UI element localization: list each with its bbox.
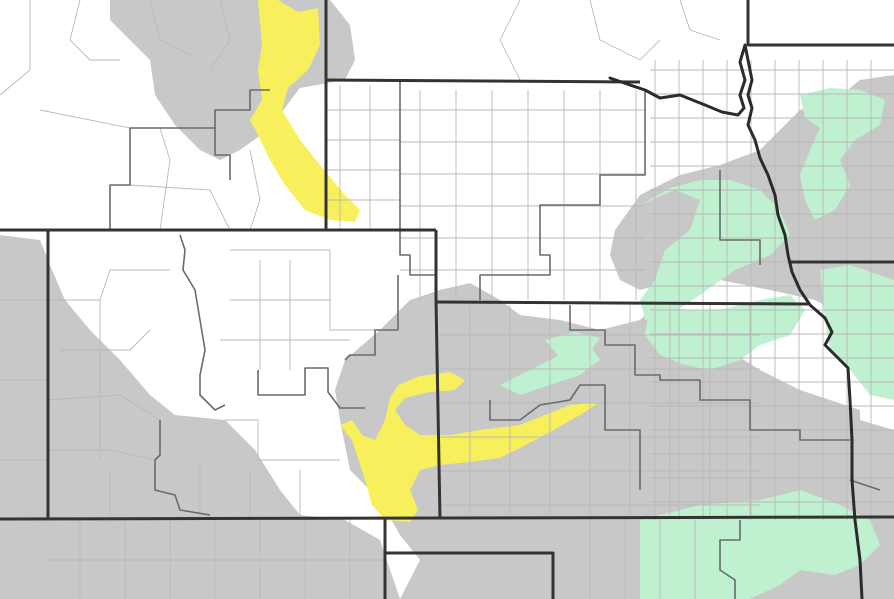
county-line-77 <box>47 394 161 421</box>
region-line-3 <box>399 82 436 276</box>
state-border-4 <box>325 78 641 84</box>
region-line-6 <box>179 234 226 411</box>
green-area-east-a <box>640 180 790 320</box>
gray-area-west-large <box>0 235 400 599</box>
county-line-66 <box>149 0 191 56</box>
yellow-area-north <box>250 0 360 222</box>
state-border-8 <box>0 515 894 521</box>
county-line-71 <box>249 149 261 231</box>
green-area-east-b <box>800 88 885 220</box>
region-line-8 <box>257 367 365 409</box>
state-border-10 <box>385 551 555 599</box>
green-area-east-d <box>820 265 894 400</box>
region-line-10 <box>489 384 641 490</box>
county-line-74 <box>679 0 721 41</box>
state-border-6 <box>434 299 442 520</box>
region-line-7 <box>154 420 211 516</box>
county-line-69 <box>129 184 231 231</box>
county-line-81 <box>230 249 398 331</box>
county-line-68 <box>39 109 131 129</box>
county-line-65 <box>69 0 120 61</box>
region-line-2 <box>214 128 231 180</box>
region-line-12 <box>719 520 741 599</box>
green-area-central-b <box>545 332 600 358</box>
county-line-75 <box>48 269 170 301</box>
region-line-13 <box>849 479 881 491</box>
county-line-64 <box>0 0 31 96</box>
green-area-east-c <box>645 295 805 370</box>
county-line-70 <box>159 127 171 231</box>
county-line-86 <box>225 419 340 461</box>
region-boundaries <box>109 82 881 599</box>
state-border-7 <box>435 300 809 306</box>
river-east <box>608 43 864 599</box>
county-line-67 <box>209 0 231 71</box>
rivers <box>608 43 864 599</box>
county-line-76 <box>60 329 151 351</box>
county-line-78 <box>48 449 156 461</box>
region-line-11 <box>569 305 850 441</box>
region-line-4 <box>479 90 646 300</box>
county-line-73 <box>589 0 661 61</box>
state-border-11 <box>746 0 894 47</box>
region-line-9 <box>344 275 399 361</box>
county-line-72 <box>499 0 521 81</box>
region-line-5 <box>719 170 761 265</box>
